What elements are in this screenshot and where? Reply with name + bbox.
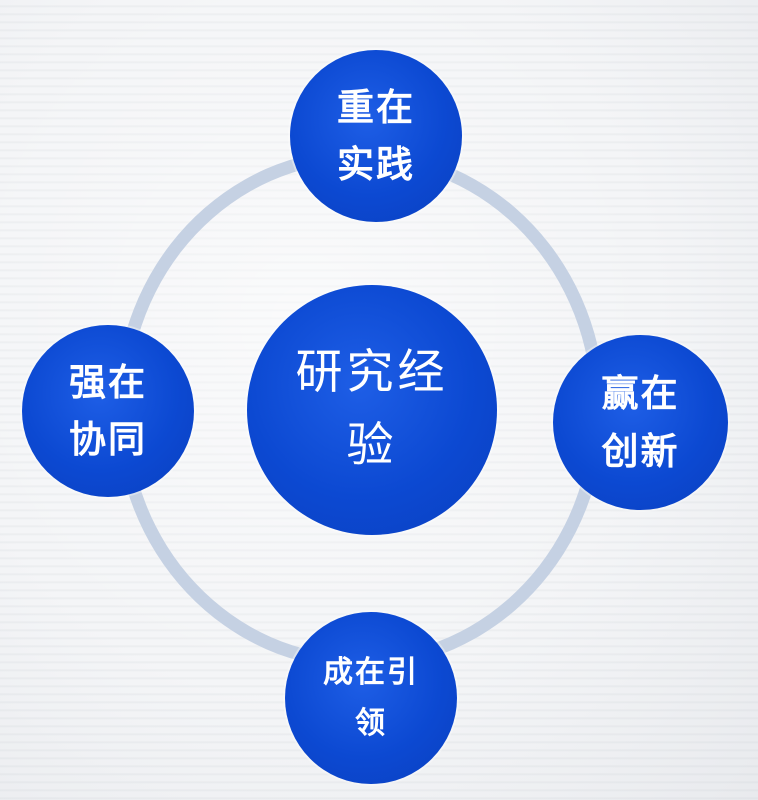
node-bottom: 成在引领 — [285, 612, 457, 784]
node-left: 强在协同 — [22, 325, 194, 497]
node-top: 重在实践 — [290, 50, 462, 222]
node-right: 赢在创新 — [553, 335, 728, 510]
center-node: 研究经验 — [247, 285, 497, 535]
node-right-label: 赢在创新 — [601, 372, 680, 473]
node-top-label: 重在实践 — [337, 85, 415, 186]
node-bottom-label: 成在引领 — [323, 655, 419, 741]
center-node-label: 研究经验 — [295, 345, 449, 473]
node-left-label: 强在协同 — [69, 360, 147, 461]
